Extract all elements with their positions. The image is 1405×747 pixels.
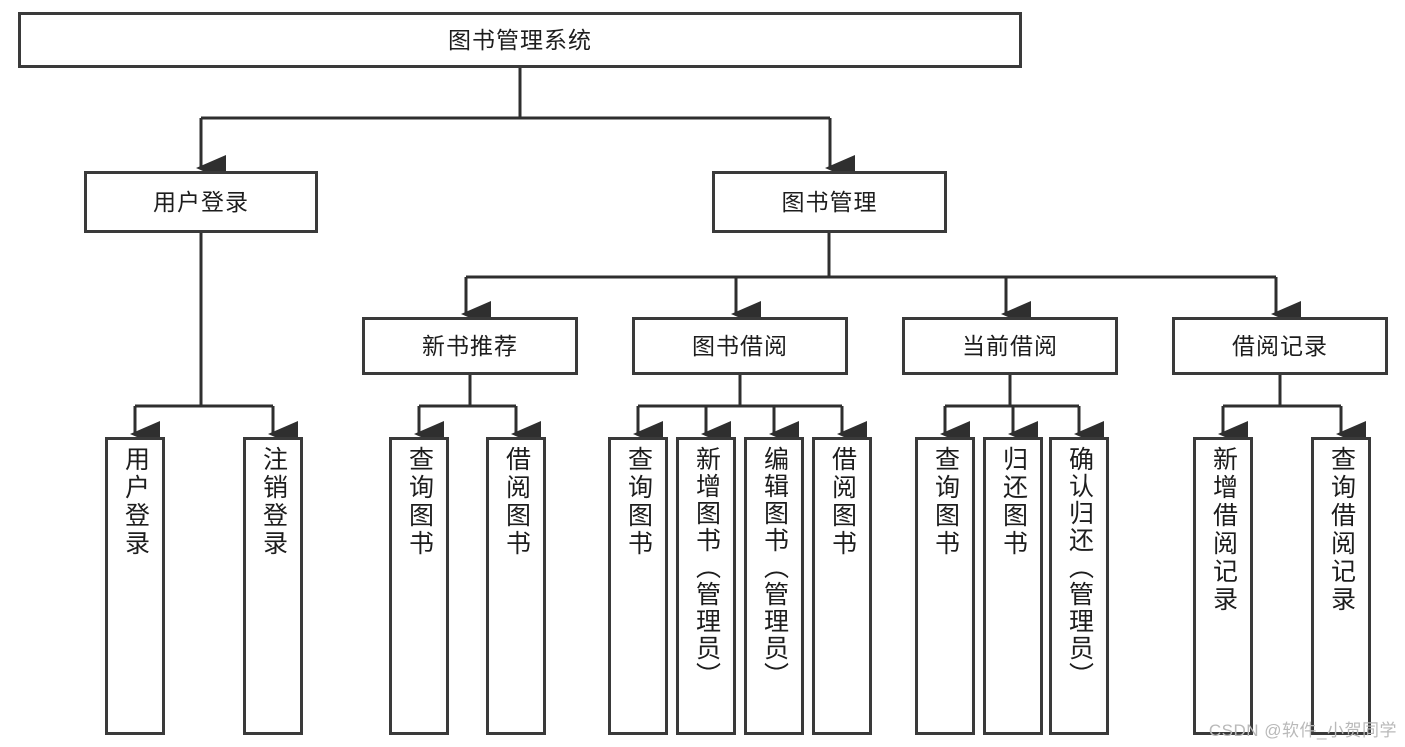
node-leaf-user-logout[interactable]: 注销登录 (243, 437, 303, 735)
node-label: 用户登录 (153, 188, 249, 215)
node-label: 图书管理系统 (448, 26, 592, 53)
node-label: 借阅记录 (1232, 332, 1328, 359)
node-label: 查询图书 (405, 446, 434, 558)
node-label: 归还图书 (999, 446, 1028, 558)
node-label: 用户登录 (121, 446, 150, 558)
node-leaf-borrow-book-rec[interactable]: 借阅图书 (486, 437, 546, 735)
node-label: 新书推荐 (422, 332, 518, 359)
node-user-login[interactable]: 用户登录 (84, 171, 318, 233)
node-root[interactable]: 图书管理系统 (18, 12, 1022, 68)
node-label: 当前借阅 (962, 332, 1058, 359)
node-label: 查询图书 (931, 446, 960, 558)
node-leaf-user-login[interactable]: 用户登录 (105, 437, 165, 735)
node-label: 查询借阅记录 (1327, 446, 1356, 614)
node-leaf-query-book-cb[interactable]: 查询图书 (915, 437, 975, 735)
node-label: 注销登录 (259, 446, 288, 558)
node-leaf-confirm-return-admin[interactable]: 确认归还（管理员） (1049, 437, 1109, 735)
node-leaf-query-book-rec[interactable]: 查询图书 (389, 437, 449, 735)
node-new-book-rec[interactable]: 新书推荐 (362, 317, 578, 375)
node-borrow-record[interactable]: 借阅记录 (1172, 317, 1388, 375)
node-leaf-add-book-admin[interactable]: 新增图书（管理员） (676, 437, 736, 735)
node-leaf-borrow-book-br[interactable]: 借阅图书 (812, 437, 872, 735)
node-leaf-query-borrow-record[interactable]: 查询借阅记录 (1311, 437, 1371, 735)
node-label: 借阅图书 (828, 446, 857, 558)
watermark-label: CSDN @软件_小贺同学 (1208, 721, 1397, 740)
node-label: 新增图书（管理员） (692, 446, 721, 689)
node-label: 借阅图书 (502, 446, 531, 558)
node-current-borrow[interactable]: 当前借阅 (902, 317, 1118, 375)
node-label: 确认归还（管理员） (1065, 446, 1094, 689)
node-label: 查询图书 (624, 446, 653, 558)
node-book-borrow[interactable]: 图书借阅 (632, 317, 848, 375)
node-leaf-query-book-br[interactable]: 查询图书 (608, 437, 668, 735)
node-book-manage[interactable]: 图书管理 (712, 171, 947, 233)
node-label: 图书借阅 (692, 332, 788, 359)
node-label: 图书管理 (781, 188, 878, 215)
node-label: 新增借阅记录 (1209, 446, 1238, 614)
node-leaf-add-borrow-record[interactable]: 新增借阅记录 (1193, 437, 1253, 735)
node-leaf-return-book[interactable]: 归还图书 (983, 437, 1043, 735)
node-label: 编辑图书（管理员） (760, 446, 789, 689)
node-leaf-edit-book-admin[interactable]: 编辑图书（管理员） (744, 437, 804, 735)
